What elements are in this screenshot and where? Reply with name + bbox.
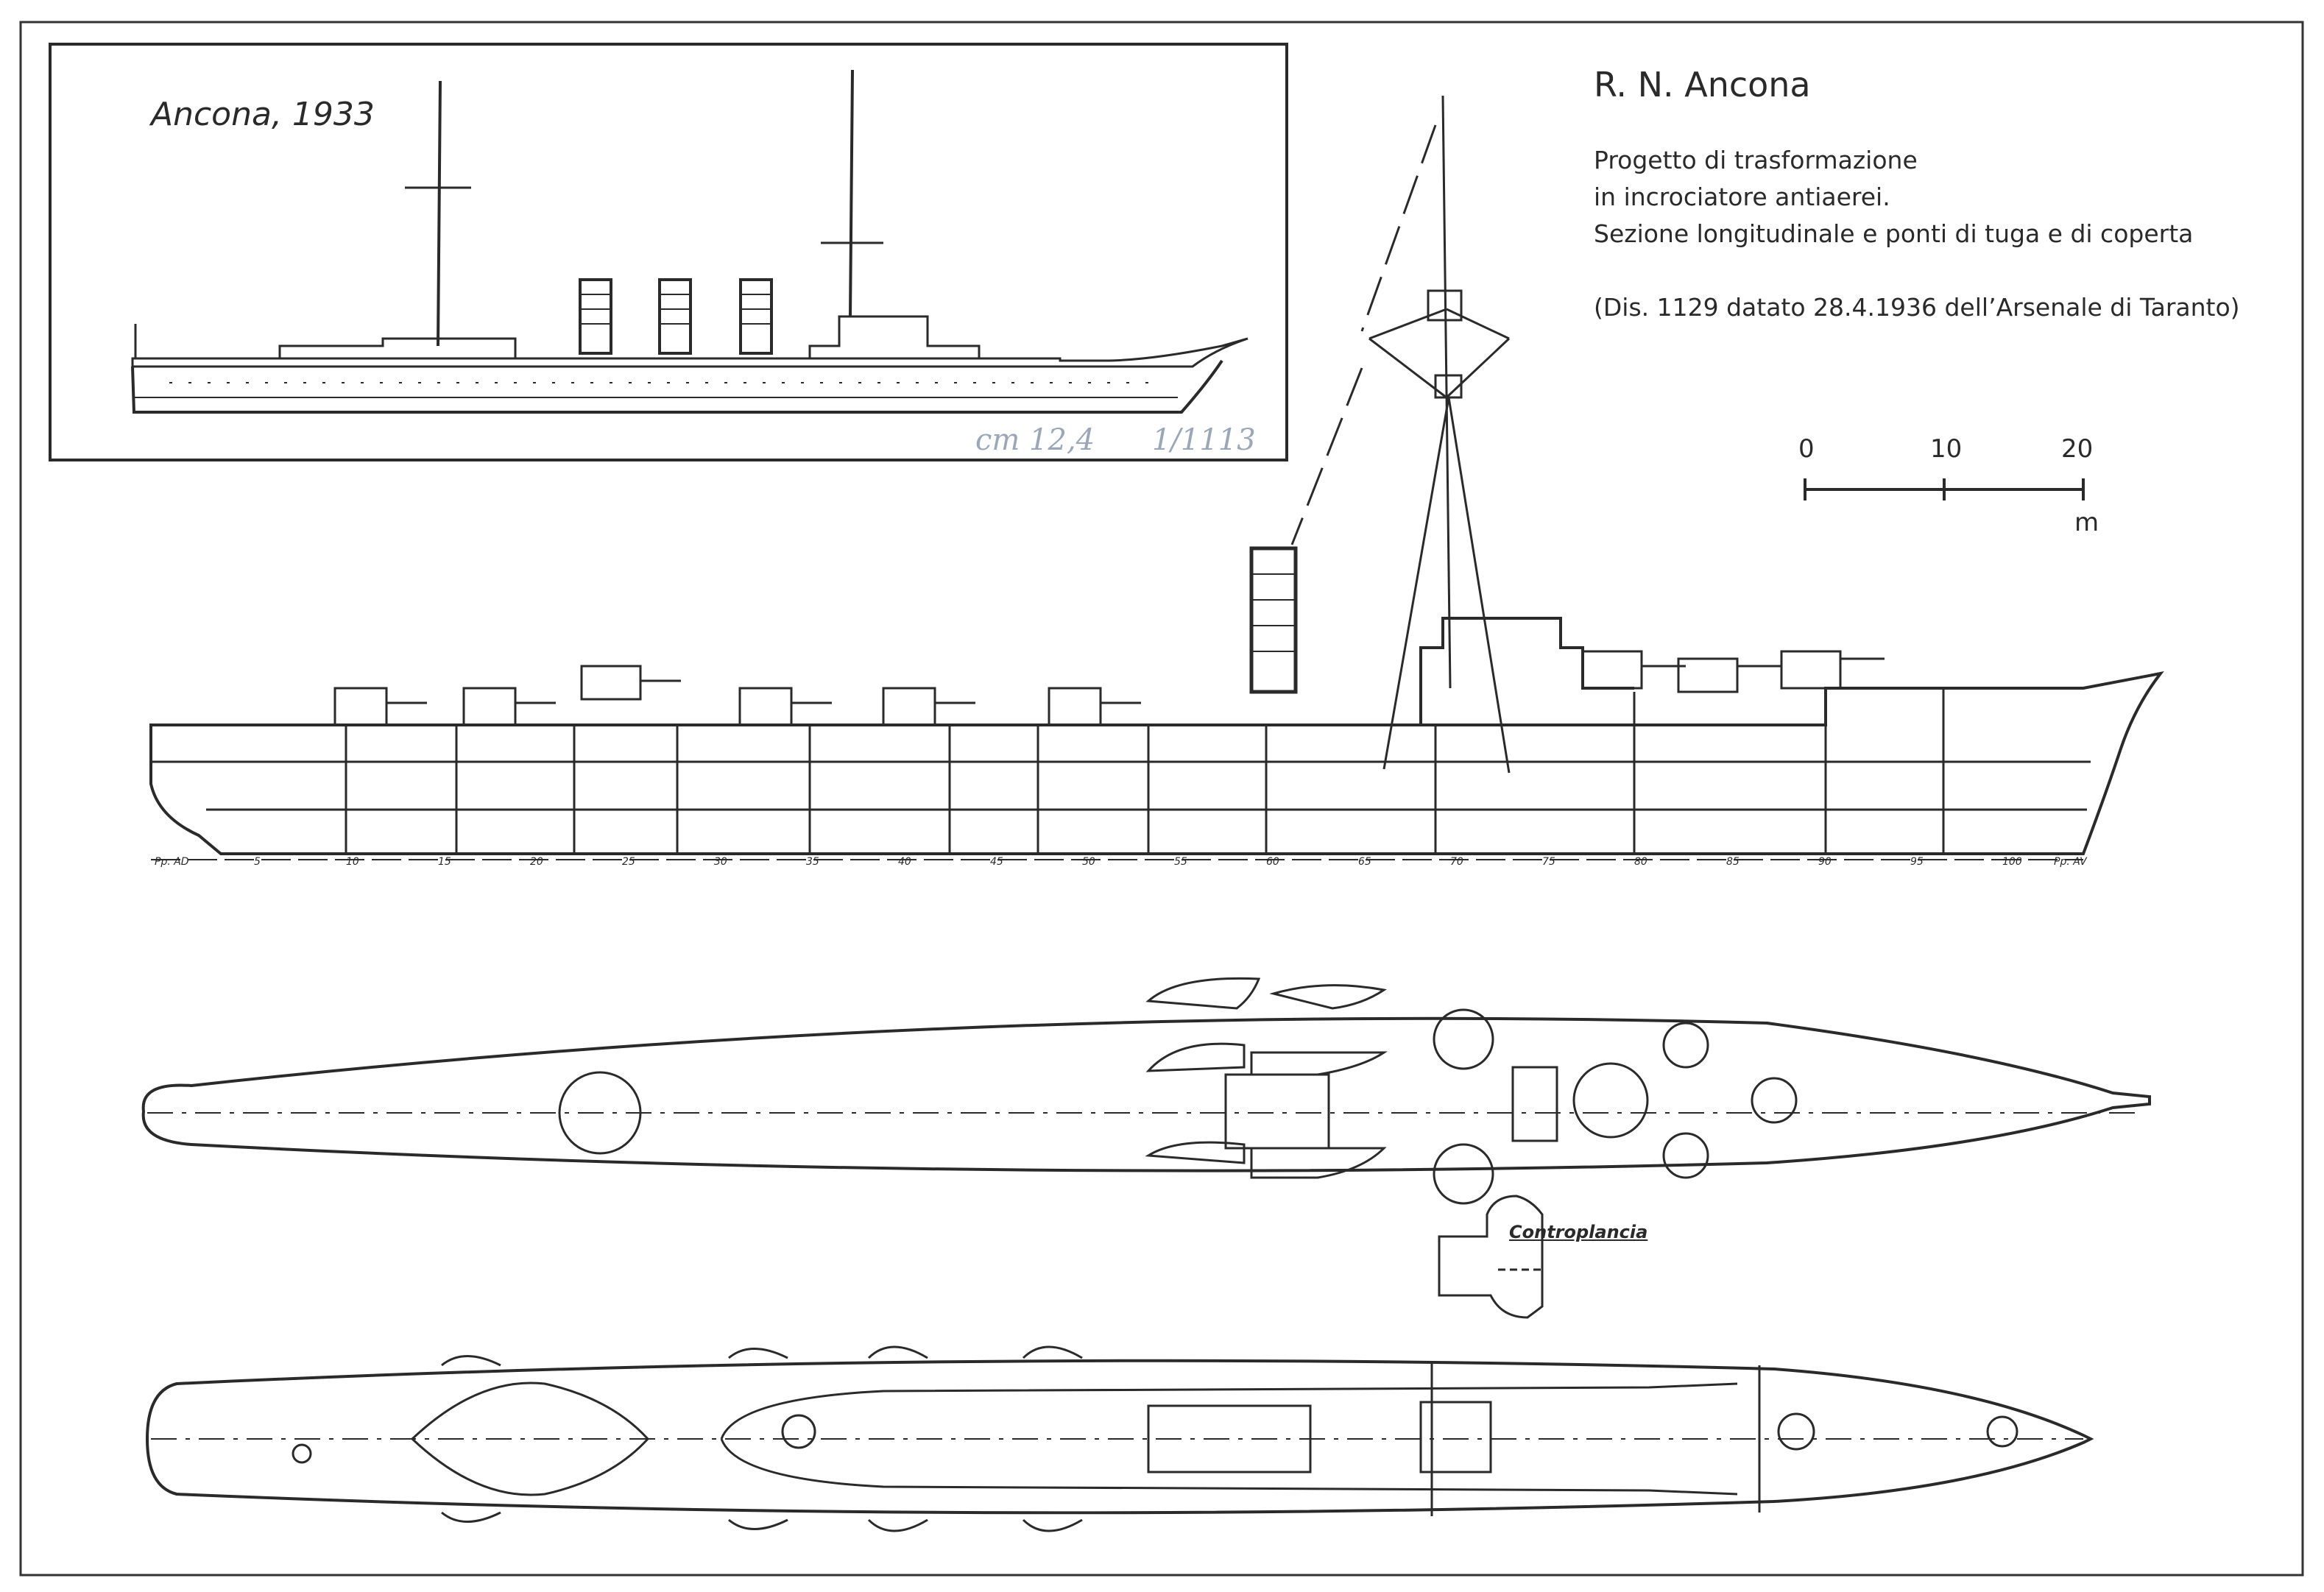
frame-number: 90 (1818, 856, 1832, 868)
inset-frame (49, 43, 1288, 461)
longitudinal-section (149, 95, 2164, 860)
section-bridge (1419, 617, 1634, 725)
frame-number: 10 (346, 856, 359, 868)
inset-mainmast (437, 80, 442, 347)
sheet-border (19, 21, 2304, 1577)
pencil-note-right: 1/1113 (1152, 423, 1256, 457)
frame-number: 100 (2002, 856, 2022, 868)
section-foremast (1290, 95, 1511, 774)
frame-marker-aft: Pp. AD (155, 856, 189, 868)
section-gun-mounts (333, 650, 1885, 726)
frame-number: 5 (254, 856, 261, 868)
drawing-reference: (Dis. 1129 datato 28.4.1936 dell’Arsenal… (1594, 293, 2240, 322)
frame-number: 65 (1358, 856, 1371, 868)
frame-number: 35 (806, 856, 819, 868)
frame-number: 95 (1910, 856, 1924, 868)
controplancia-label: Controplancia (1509, 1222, 1648, 1242)
plan-gun-mounts (441, 1345, 1083, 1532)
frame-number: 30 (714, 856, 727, 868)
frame-number: 25 (622, 856, 635, 868)
section-funnel (1249, 546, 1298, 694)
scale-unit: m (2074, 508, 2099, 537)
frame-marker-fwd: Pp. AV (2054, 856, 2087, 868)
scale-bar (1804, 478, 2085, 500)
frame-number: 15 (438, 856, 451, 868)
sheet-title: R. N. Ancona (1594, 65, 1811, 105)
inset-funnel-2 (658, 278, 692, 355)
description-line-1: Progetto di trasformazione (1594, 146, 1918, 174)
frame-number: 85 (1726, 856, 1740, 868)
section-hull-outline (149, 671, 2164, 855)
inset-caption: Ancona, 1933 (151, 96, 375, 133)
plan-main-deck (145, 1345, 2094, 1532)
frame-number: 80 (1634, 856, 1647, 868)
frame-number: 50 (1082, 856, 1095, 868)
frame-number: 75 (1542, 856, 1555, 868)
controplancia-plan (1438, 1195, 1544, 1319)
frame-number: 60 (1266, 856, 1279, 868)
description-line-3: Sezione longitudinale e ponti di tuga e … (1594, 219, 2194, 248)
frame-number: 70 (1450, 856, 1463, 868)
frame-number: 20 (530, 856, 543, 868)
frame-number: 55 (1174, 856, 1187, 868)
scale-tick-10: 10 (1930, 434, 1963, 464)
inset-funnel-1 (579, 278, 612, 355)
plan-aft-gun (558, 1071, 642, 1155)
frame-number: 45 (990, 856, 1003, 868)
scale-tick-0: 0 (1798, 434, 1815, 464)
description-line-2: in incrociatore antiaerei. (1594, 183, 1890, 211)
scale-tick-20: 20 (2061, 434, 2094, 464)
plan-tuga-deck (141, 977, 2151, 1205)
inset-profile-1933 (49, 43, 1288, 461)
frame-number: 40 (898, 856, 911, 868)
section-bulkheads (345, 688, 1945, 854)
inset-funnel-3 (739, 278, 773, 355)
pencil-note-left: cm 12,4 (975, 423, 1095, 457)
